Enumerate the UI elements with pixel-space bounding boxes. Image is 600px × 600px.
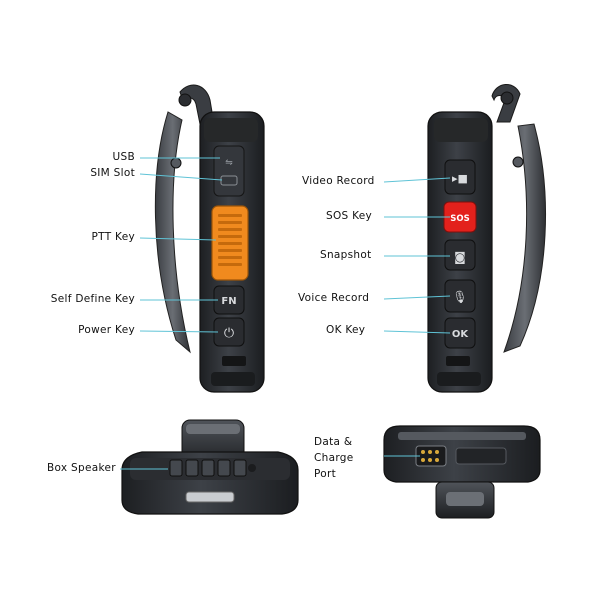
speaker-key-1 [169, 459, 183, 477]
right-side-view: ▸■ SOS ◙ 🎙 OK [427, 84, 546, 393]
bottom-view-port [383, 425, 541, 519]
left-belt-clip [154, 111, 191, 354]
bottom-view-speaker [121, 419, 299, 515]
right-belt-clip [503, 123, 546, 353]
label-box-speaker: Box Speaker [47, 462, 116, 474]
video-record-icon: ▸■ [452, 172, 468, 185]
label-snapshot: Snapshot [320, 249, 372, 261]
label-data-charge-line2: Charge [314, 452, 354, 464]
ok-button-label: OK [452, 329, 470, 340]
label-usb: USB [112, 151, 135, 163]
microphone-icon: 🎙 [452, 290, 467, 304]
speaker-grille [185, 491, 235, 503]
label-data-charge-line3: Port [314, 468, 337, 480]
label-video-record: Video Record [302, 175, 375, 187]
speaker-key-3 [201, 459, 215, 477]
label-sim-slot: SIM Slot [90, 167, 135, 179]
left-side-view: ⇋ FN ⏻ [154, 84, 265, 393]
speaker-key-4 [217, 459, 231, 477]
label-sos-key: SOS Key [326, 210, 373, 222]
snapshot-button [444, 239, 476, 271]
label-self-define-key: Self Define Key [50, 293, 135, 305]
usb-port-panel [213, 145, 245, 197]
fn-button-label: FN [221, 296, 236, 307]
usb-icon: ⇋ [225, 158, 233, 168]
video-record-button [444, 159, 476, 195]
camera-icon: ◙ [454, 250, 466, 264]
label-ok-key: OK Key [326, 324, 366, 336]
charge-port-pins [415, 445, 447, 467]
sim-slot-icon [220, 175, 238, 186]
leader-lines [120, 157, 451, 470]
power-icon: ⏻ [224, 326, 234, 341]
label-power-key: Power Key [78, 324, 135, 336]
speaker-key-2 [185, 459, 199, 477]
label-voice-record: Voice Record [298, 292, 370, 304]
speaker-key-5 [233, 459, 247, 477]
label-ptt-key: PTT Key [91, 231, 135, 243]
sos-button-label: SOS [450, 214, 469, 224]
label-data-charge-line1: Data & [314, 436, 353, 448]
